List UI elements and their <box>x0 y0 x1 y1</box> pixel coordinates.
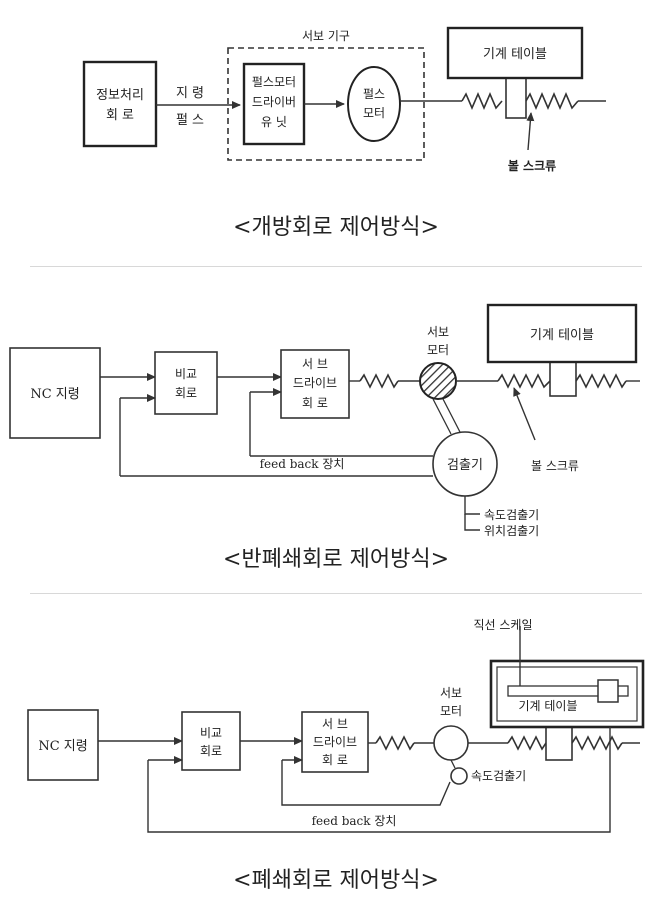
pulse-motor-ellipse <box>347 66 401 142</box>
open-loop-diagram: 정보처리 회 로 지 령 펄 스 서보 기구 펄스모터 드라이버 유 닛 펄스 … <box>82 26 606 173</box>
semi-position-detector-label: 위치검출기 <box>484 524 539 538</box>
closed-feedback-inner-line <box>281 760 451 806</box>
closed-nc-command-label: NC 지령 <box>38 739 87 754</box>
driver-label-1: 펄스모터 <box>252 75 296 89</box>
closed-speed-detector-circle <box>450 767 468 785</box>
servo-mechanism-label: 서보 기구 <box>302 29 350 43</box>
semi-table-nut-block <box>549 361 577 397</box>
linear-scale-reader <box>597 679 619 703</box>
motor-detector-link-left <box>432 398 452 435</box>
info-processing-label-1: 정보처리 <box>96 88 144 103</box>
ball-screw-pointer <box>526 112 535 151</box>
semi-speed-detector-label: 속도검출기 <box>484 508 539 522</box>
servo-drive-label-3: 회 로 <box>302 396 328 410</box>
nc-command-box <box>9 347 101 439</box>
feedback-label: feed back 장치 <box>260 457 345 471</box>
semi-closed-loop-diagram: NC 지령 비교 회로 서 브 드라이브 회 로 서보 모터 기계 테이블 검출… <box>9 303 640 538</box>
closed-machine-table-label: 기계 테이블 <box>518 699 577 713</box>
closed-servo-drive-label-3: 회 로 <box>322 753 348 767</box>
closed-servo-drive-label-2: 드라이브 <box>313 735 357 749</box>
drive-shaft-spring <box>359 373 399 389</box>
closed-ball-screw-spring-right <box>571 735 623 751</box>
command-label: 지 령 <box>176 86 204 101</box>
servo-motor-circle <box>419 362 457 400</box>
info-processing-label-2: 회 로 <box>106 108 134 123</box>
servo-drive-label-1: 서 브 <box>302 357 328 371</box>
closed-servo-drive-box <box>301 711 369 773</box>
servo-drive-label-2: 드라이브 <box>293 376 337 390</box>
closed-feedback-outer-line <box>147 727 611 833</box>
pulse-motor-label-1: 펄스 <box>363 87 385 101</box>
closed-machine-table-inner <box>496 666 638 722</box>
comparator-label-2: 회로 <box>175 386 197 400</box>
servo-motor-label-1: 서보 <box>427 325 449 339</box>
closed-nc-command-box <box>27 709 99 781</box>
closed-ball-screw-spring-left <box>507 735 547 751</box>
ball-screw-label: 볼 스크류 <box>508 159 556 173</box>
driver-label-2: 드라이버 <box>252 95 296 109</box>
driver-label-3: 유 닛 <box>261 115 287 129</box>
machine-table-box <box>446 26 584 80</box>
closed-servo-motor-circle <box>433 725 469 761</box>
nc-command-label: NC 지령 <box>30 387 79 402</box>
closed-feedback-label: feed back 장치 <box>312 814 397 828</box>
detector-label: 검출기 <box>447 458 483 473</box>
closed-loop-diagram: NC 지령 비교 회로 서 브 드라이브 회 로 서보 모터 기계 테이블 직선… <box>27 618 645 833</box>
semi-machine-table-label: 기계 테이블 <box>530 328 594 343</box>
semi-closed-loop-caption: <반폐쇄회로 제어방식> <box>222 547 450 572</box>
closed-comparator-label-1: 비교 <box>200 726 222 740</box>
closed-loop-caption: <폐쇄회로 제어방식> <box>233 868 439 893</box>
semi-machine-table-box <box>486 303 638 364</box>
closed-servo-motor-label-2: 모터 <box>440 704 462 718</box>
speed-detector-bracket <box>464 496 480 515</box>
servo-drive-box <box>280 349 350 419</box>
closed-comparator-label-2: 회로 <box>200 744 222 758</box>
open-loop-caption: <개방회로 제어방식> <box>233 215 439 240</box>
servo-motor-label-2: 모터 <box>427 343 449 357</box>
servo-mechanism-boundary <box>227 47 425 161</box>
machine-table-label: 기계 테이블 <box>483 47 547 62</box>
semi-ball-screw-pointer <box>513 387 536 441</box>
position-detector-bracket <box>464 514 480 531</box>
divider-2 <box>30 593 642 594</box>
closed-table-nut-block <box>545 723 573 761</box>
semi-ball-screw-spring-left <box>497 373 551 389</box>
comparator-box <box>154 351 218 415</box>
pulse-label: 펄 스 <box>176 113 204 128</box>
ball-screw-spring-left <box>461 91 503 111</box>
semi-ball-screw-label: 볼 스크류 <box>531 459 579 473</box>
linear-scale-label: 직선 스케일 <box>473 618 532 632</box>
divider-1 <box>30 266 642 267</box>
speed-detector-link <box>450 759 456 769</box>
comparator-label-1: 비교 <box>175 367 197 381</box>
closed-servo-motor-label-1: 서보 <box>440 686 462 700</box>
semi-ball-screw-spring-right <box>575 373 627 389</box>
closed-speed-detector-label: 속도검출기 <box>471 769 526 783</box>
table-nut-block <box>505 77 527 119</box>
pulse-motor-label-2: 모터 <box>363 106 385 120</box>
closed-comparator-box <box>181 711 241 771</box>
closed-servo-drive-label-1: 서 브 <box>322 717 348 731</box>
motor-detector-link-right <box>442 398 462 435</box>
closed-drive-shaft-spring <box>375 735 415 751</box>
ball-screw-spring-right <box>525 91 579 111</box>
linear-scale-bar <box>507 685 629 697</box>
info-processing-box <box>82 60 158 148</box>
